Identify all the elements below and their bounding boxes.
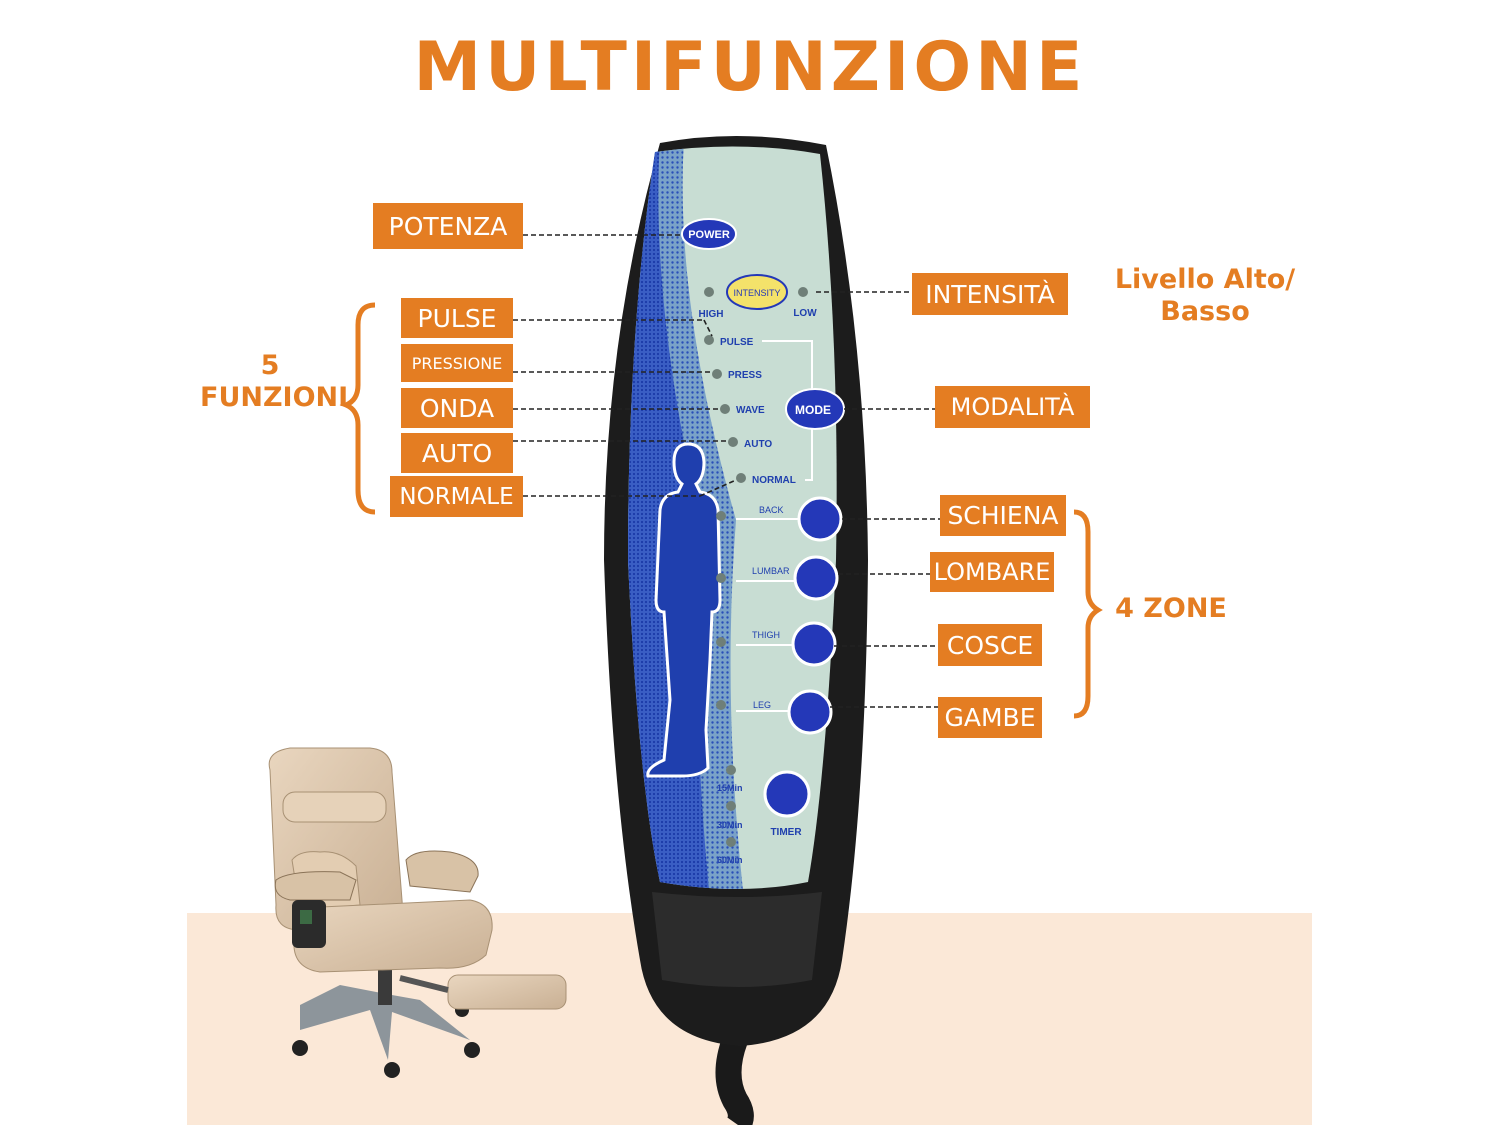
label-modalita: MODALITÀ xyxy=(935,386,1090,428)
zones-brace xyxy=(1073,509,1103,719)
human-silhouette-icon xyxy=(646,442,722,778)
label-pressione: PRESSIONE xyxy=(401,344,513,382)
t15-text: 15Min xyxy=(717,783,743,793)
remote-cable xyxy=(715,1035,754,1125)
label-auto: AUTO xyxy=(401,433,513,473)
functions-brace xyxy=(339,302,376,515)
functions-number: 5 xyxy=(260,350,280,381)
label-onda: ONDA xyxy=(401,388,513,428)
functions-note: 5 FUNZIONI xyxy=(200,350,349,414)
level-note: Livello Alto/ Basso xyxy=(1100,264,1310,328)
power-text: POWER xyxy=(688,229,730,241)
pulse-text: PULSE xyxy=(720,337,754,348)
power-button xyxy=(681,218,737,250)
functions-text: FUNZIONI xyxy=(200,382,349,413)
lumbar-text: LUMBAR xyxy=(752,566,790,576)
leg-text: LEG xyxy=(753,700,771,710)
intensity-button xyxy=(726,274,788,310)
high-text: HIGH xyxy=(699,309,724,320)
label-cosce: COSCE xyxy=(938,624,1042,666)
back-button xyxy=(797,496,843,542)
label-gambe: GAMBE xyxy=(938,697,1042,738)
mode-leds xyxy=(704,335,746,483)
zone-leds xyxy=(716,511,726,710)
press-text: PRESS xyxy=(728,370,762,381)
level-line-2: Basso xyxy=(1160,296,1250,327)
t60-text: 60Min xyxy=(717,855,743,865)
low-text: LOW xyxy=(793,308,817,319)
timer-button xyxy=(763,770,811,818)
label-normale: NORMALE xyxy=(390,476,523,517)
office-chair-icon xyxy=(268,747,567,1078)
wave-text: WAVE xyxy=(736,405,765,416)
label-schiena: SCHIENA xyxy=(940,495,1066,536)
high-led xyxy=(704,287,714,297)
level-line-1: Livello Alto/ xyxy=(1114,264,1296,295)
lumbar-button xyxy=(793,555,839,601)
back-text: BACK xyxy=(759,505,784,515)
timer-text: TIMER xyxy=(770,827,802,838)
timer-leds xyxy=(726,765,736,847)
low-led xyxy=(798,287,808,297)
leader-lines xyxy=(513,234,940,708)
mode-text: MODE xyxy=(795,403,831,417)
intensity-text: INTENSITY xyxy=(733,288,780,298)
normal-text: NORMAL xyxy=(752,475,796,486)
auto-text: AUTO xyxy=(744,439,772,450)
label-potenza: POTENZA xyxy=(373,203,523,249)
leg-button xyxy=(787,689,833,735)
t30-text: 30Min xyxy=(717,820,743,830)
thigh-button xyxy=(791,621,837,667)
label-lombare: LOMBARE xyxy=(930,552,1054,592)
label-intensita: INTENSITÀ xyxy=(912,273,1068,315)
thigh-text: THIGH xyxy=(752,630,780,640)
label-pulse: PULSE xyxy=(401,298,513,338)
page-title: MULTIFUNZIONE xyxy=(413,28,1087,107)
zones-note: 4 ZONE xyxy=(1115,593,1227,624)
